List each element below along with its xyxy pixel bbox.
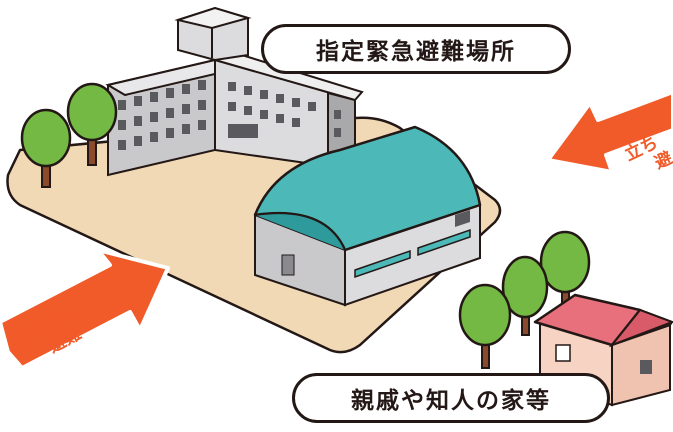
gymnasium bbox=[253, 125, 482, 307]
tree-group-right bbox=[458, 230, 591, 369]
relatives-home-label: 親戚や知人の家等 bbox=[292, 373, 610, 423]
tree-group-left bbox=[20, 82, 118, 188]
shelter-label: 指定緊急避難場所 bbox=[261, 24, 571, 74]
school-building bbox=[105, 6, 364, 177]
arrow-right bbox=[546, 90, 673, 174]
arrow-left bbox=[0, 248, 170, 370]
